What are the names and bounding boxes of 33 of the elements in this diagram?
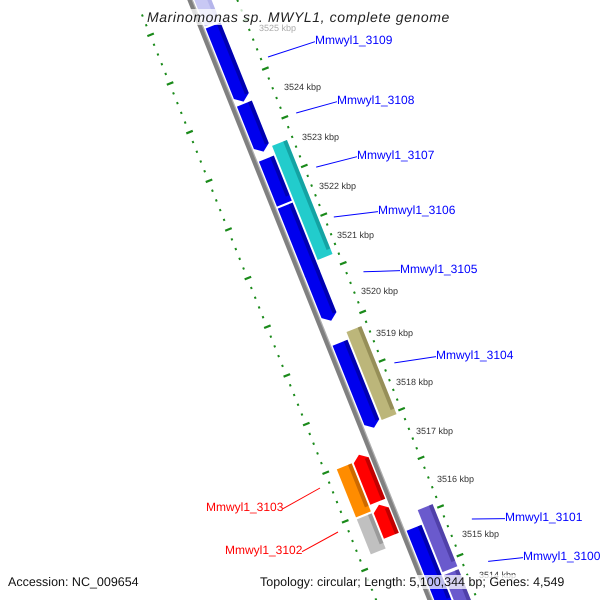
tick-label: 3517 kbp bbox=[416, 426, 454, 436]
gene-label: Mmwyl1_3105 bbox=[400, 262, 478, 276]
leader-line bbox=[362, 270, 400, 272]
tick-label: 3516 kbp bbox=[437, 474, 474, 484]
leader-line bbox=[471, 518, 506, 520]
leader-line bbox=[296, 101, 338, 114]
leader-line bbox=[268, 41, 316, 58]
tick-label: 3515 kbp bbox=[462, 529, 500, 539]
tick-label: 3519 kbp bbox=[376, 328, 414, 338]
gene-label: Mmwyl1_3109 bbox=[315, 33, 392, 47]
gene-label: Mmwyl1_3104 bbox=[436, 348, 514, 362]
diagram-title: Marinomonas sp. MWYL1, complete genome bbox=[147, 9, 450, 25]
gene-label: Mmwyl1_3108 bbox=[337, 93, 414, 107]
leader-line bbox=[394, 356, 436, 364]
leader-line bbox=[282, 488, 320, 510]
gene-label: Mmwyl1_3103 bbox=[206, 500, 284, 514]
gene-label: Mmwyl1_3101 bbox=[505, 510, 582, 524]
tick-label: 3520 kbp bbox=[361, 286, 398, 296]
leader-line bbox=[302, 532, 338, 552]
leader-line bbox=[333, 211, 378, 218]
tick-label: 3525 kbp bbox=[259, 23, 296, 33]
accession-text: Accession: NC_009654 bbox=[8, 575, 139, 589]
gene-label: Mmwyl1_3107 bbox=[357, 148, 434, 162]
leader-line bbox=[488, 557, 524, 562]
gene-label: Mmwyl1_3100 bbox=[523, 549, 600, 563]
leader-line bbox=[316, 156, 358, 168]
tick-label: 3524 kbp bbox=[284, 82, 322, 92]
tick-label: 3523 kbp bbox=[302, 132, 340, 142]
tick-label: 3518 kbp bbox=[396, 377, 434, 387]
tick-label: 3522 kbp bbox=[319, 181, 356, 191]
tick-label: 3521 kbp bbox=[337, 230, 374, 240]
gene-label: Mmwyl1_3102 bbox=[225, 543, 302, 557]
gene-label: Mmwyl1_3106 bbox=[378, 203, 456, 217]
